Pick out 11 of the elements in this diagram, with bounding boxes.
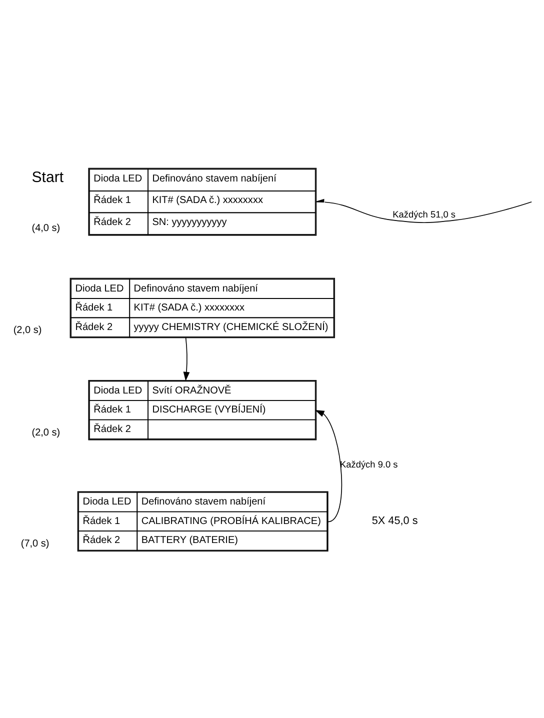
edge-label: Každých 51,0 s [392, 209, 456, 220]
node-label: (4,0 s) [32, 222, 60, 234]
arrow [316, 198, 532, 223]
arrow [183, 336, 190, 381]
label: 5X 45,0 s [372, 514, 418, 526]
arrow [315, 410, 342, 522]
node-label: (2,0 s) [13, 324, 42, 336]
edge-label: Každých 9.0 s [340, 459, 398, 470]
node-label: (7,0 s) [20, 538, 50, 550]
node-label: (2,0 s) [32, 426, 60, 438]
node-label: Start [32, 168, 64, 186]
